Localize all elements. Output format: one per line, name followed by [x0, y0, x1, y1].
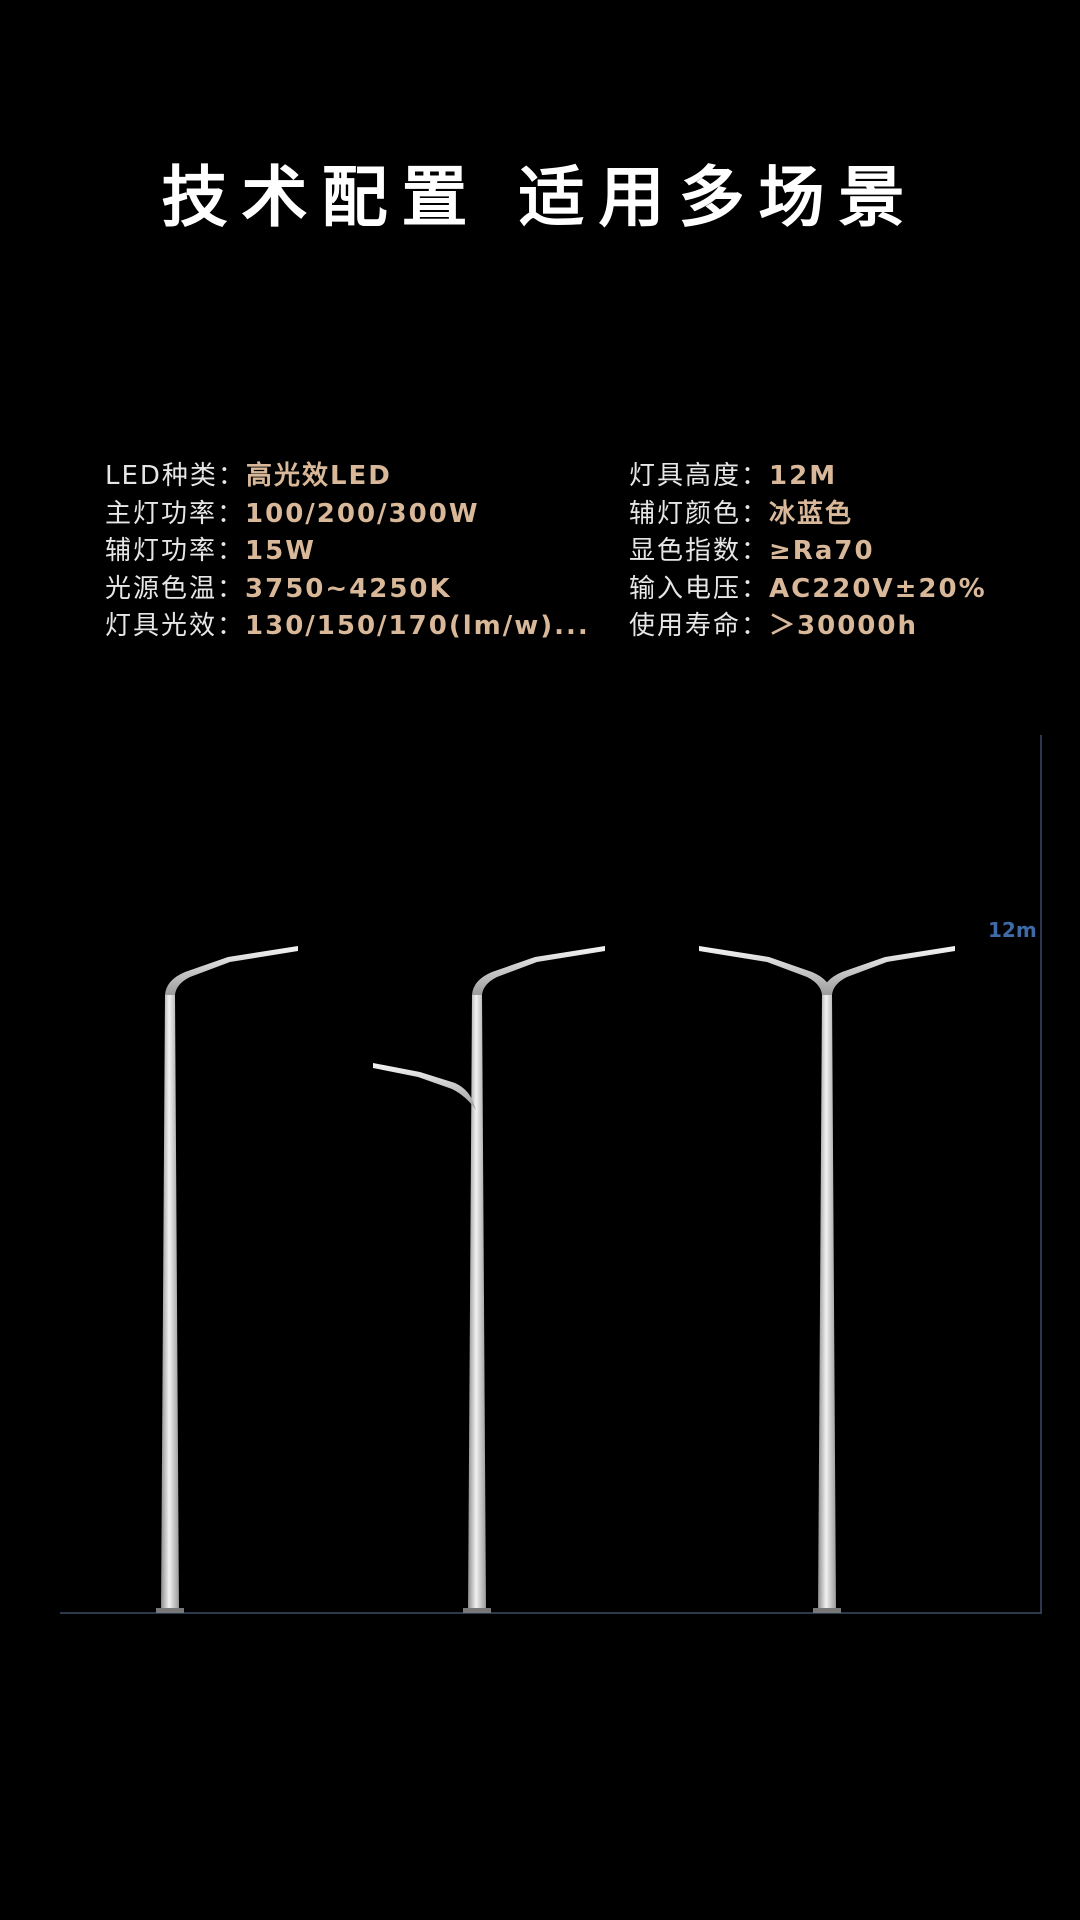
lamp-arm-left [699, 946, 832, 995]
spec-label: 灯具光效： [105, 611, 246, 641]
pole-base [156, 1608, 184, 1613]
spec-value: 100/200/300W [245, 498, 480, 529]
spec-value: 12M [769, 461, 838, 491]
spec-row-color-temp: 光源色温：3750~4250K [105, 571, 590, 609]
spec-value: ≥Ra70 [769, 536, 875, 566]
spec-value: ＞30000h [769, 611, 918, 641]
spec-label: 光源色温： [105, 573, 246, 604]
spec-value: AC220V±20% [769, 573, 987, 604]
aux-lamp-arm [373, 1063, 476, 1110]
spec-row-aux-color: 辅灯颜色：冰蓝色 [629, 496, 987, 534]
spec-row-lifetime: 使用寿命：＞30000h [629, 608, 987, 646]
street-light-illustration [60, 735, 1042, 1614]
spec-row-main-power: 主灯功率：100/200/300W [105, 496, 590, 534]
street-light-with-aux-lamp [373, 946, 605, 1613]
spec-label: 使用寿命： [629, 611, 770, 641]
spec-value: 冰蓝色 [769, 498, 854, 529]
spec-label: 主灯功率： [105, 498, 246, 529]
pole-base [813, 1608, 841, 1613]
spec-value: 130/150/170(lm/w)... [245, 611, 590, 641]
spec-label: 输入电压： [629, 573, 770, 604]
street-light-single-arm [156, 946, 298, 1613]
pole-shaft [818, 995, 836, 1611]
spec-row-efficacy: 灯具光效：130/150/170(lm/w)... [105, 608, 590, 646]
spec-value: 15W [245, 536, 316, 566]
spec-value: 3750~4250K [245, 573, 452, 604]
spec-row-led-type: LED种类：高光效LED [105, 458, 590, 496]
pole-base [463, 1608, 491, 1613]
spec-row-voltage: 输入电压：AC220V±20% [629, 571, 987, 609]
spec-label: 显色指数： [629, 536, 770, 566]
spec-column-right: 灯具高度：12M 辅灯颜色：冰蓝色 显色指数：≥Ra70 输入电压：AC220V… [629, 458, 987, 646]
spec-label: LED种类： [105, 461, 246, 491]
height-label: 12m [988, 918, 1037, 942]
spec-label: 辅灯颜色： [629, 498, 770, 529]
lamp-arm [472, 946, 605, 995]
spec-value: 高光效LED [245, 461, 392, 491]
pole-shaft [468, 995, 486, 1611]
pole-shaft [161, 995, 179, 1611]
spec-row-height: 灯具高度：12M [629, 458, 987, 496]
spec-label: 灯具高度： [629, 461, 770, 491]
spec-list: LED种类：高光效LED 主灯功率：100/200/300W 辅灯功率：15W … [105, 458, 1005, 658]
spec-label: 辅灯功率： [105, 536, 246, 566]
spec-row-cri: 显色指数：≥Ra70 [629, 533, 987, 571]
page-title: 技术配置 适用多场景 [161, 159, 919, 236]
spec-column-left: LED种类：高光效LED 主灯功率：100/200/300W 辅灯功率：15W … [105, 458, 590, 646]
lamp-arm-right [822, 946, 955, 995]
street-light-double-arm [699, 946, 955, 1613]
lamp-arm [165, 946, 298, 995]
spec-row-aux-power: 辅灯功率：15W [105, 533, 590, 571]
